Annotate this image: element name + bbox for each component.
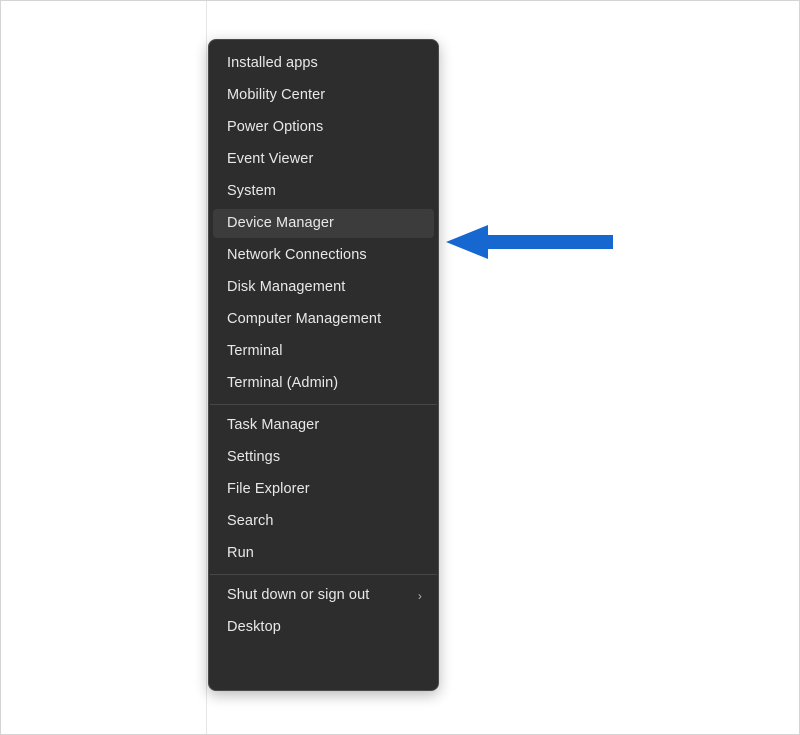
menu-item-shut-down-or-sign-out[interactable]: Shut down or sign out › (213, 581, 434, 610)
winx-context-menu[interactable]: Installed apps Mobility Center Power Opt… (208, 39, 439, 691)
menu-item-event-viewer[interactable]: Event Viewer (213, 145, 434, 174)
menu-item-label: Terminal (Admin) (227, 375, 339, 392)
menu-item-disk-management[interactable]: Disk Management (213, 273, 434, 302)
menu-item-label: Terminal (227, 343, 283, 360)
annotation-arrow-icon (446, 225, 613, 259)
menu-item-label: Device Manager (227, 215, 334, 232)
menu-item-run[interactable]: Run (213, 539, 434, 568)
background-guide-line (206, 1, 207, 734)
menu-item-label: Desktop (227, 619, 281, 636)
menu-item-computer-management[interactable]: Computer Management (213, 305, 434, 334)
menu-item-label: Settings (227, 449, 281, 466)
menu-item-task-manager[interactable]: Task Manager (213, 411, 434, 440)
menu-item-network-connections[interactable]: Network Connections (213, 241, 434, 270)
menu-item-terminal[interactable]: Terminal (213, 337, 434, 366)
menu-item-desktop[interactable]: Desktop (213, 613, 434, 642)
menu-item-settings[interactable]: Settings (213, 443, 434, 472)
menu-item-label: Power Options (227, 119, 324, 136)
menu-item-label: Disk Management (227, 279, 346, 296)
menu-group-system-tools: Installed apps Mobility Center Power Opt… (209, 49, 438, 398)
menu-item-label: Search (227, 513, 274, 530)
chevron-right-icon: › (417, 588, 422, 603)
menu-item-label: Run (227, 545, 254, 562)
menu-item-label: Shut down or sign out (227, 587, 370, 604)
menu-item-label: Computer Management (227, 311, 382, 328)
menu-item-mobility-center[interactable]: Mobility Center (213, 81, 434, 110)
menu-separator-2 (210, 574, 437, 575)
menu-item-device-manager[interactable]: Device Manager (213, 209, 434, 238)
menu-item-power-options[interactable]: Power Options (213, 113, 434, 142)
menu-item-installed-apps[interactable]: Installed apps (213, 49, 434, 78)
menu-item-label: Event Viewer (227, 151, 314, 168)
menu-item-label: Mobility Center (227, 87, 326, 104)
menu-item-label: Task Manager (227, 417, 320, 434)
menu-group-shell: Task Manager Settings File Explorer Sear… (209, 411, 438, 568)
menu-item-search[interactable]: Search (213, 507, 434, 536)
menu-item-label: System (227, 183, 276, 200)
menu-item-label: File Explorer (227, 481, 310, 498)
menu-item-terminal-admin[interactable]: Terminal (Admin) (213, 369, 434, 398)
menu-item-label: Installed apps (227, 55, 318, 72)
menu-separator-1 (210, 404, 437, 405)
menu-item-label: Network Connections (227, 247, 367, 264)
menu-group-session: Shut down or sign out › Desktop (209, 581, 438, 642)
menu-item-system[interactable]: System (213, 177, 434, 206)
arrow-shape (446, 225, 613, 259)
menu-item-file-explorer[interactable]: File Explorer (213, 475, 434, 504)
